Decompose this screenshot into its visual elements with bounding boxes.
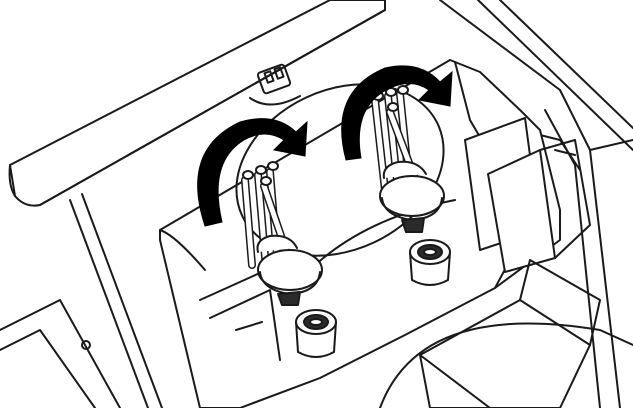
side-panel xyxy=(464,117,591,273)
rotation-arrow-right xyxy=(341,65,453,161)
back-connector xyxy=(249,63,301,106)
front-block xyxy=(379,259,633,408)
right-lamp-rod-assembly xyxy=(371,85,445,233)
rotation-arrow-left xyxy=(197,118,308,227)
lid xyxy=(8,0,386,207)
left-lamp-rod-assembly xyxy=(241,161,323,306)
lamp-socket-right xyxy=(409,239,451,286)
lamp-socket-left xyxy=(295,309,337,358)
